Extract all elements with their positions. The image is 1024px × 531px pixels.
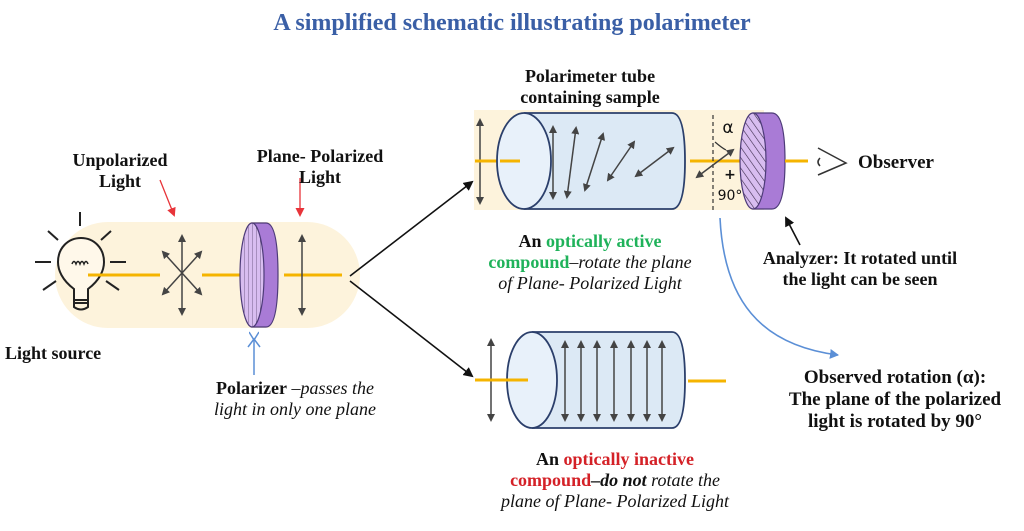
polarizer-title: Polarizer [216,378,287,398]
plane-polarized-line2: Light [298,167,341,187]
inactive-desc1: rotate the [646,470,720,490]
unpolarized-light-label: Unpolarized Light [60,150,180,192]
inactive-tube-assembly [475,331,726,429]
red-pointer-arrows [159,178,305,217]
active-tube-assembly [474,110,808,210]
observed-line2: The plane of the polarized [788,389,1002,410]
polarizer-label: Polarizer –passes the light in only one … [185,378,405,420]
plane-polarized-light-label: Plane- Polarized Light [250,146,390,188]
plus-sign: + [724,167,736,183]
unpolarized-light-vectors [161,234,203,316]
eye-icon [817,147,848,176]
unpolarized-line1: Unpolarized [72,150,168,170]
inactive-an: An [536,449,564,469]
light-bulb-icon [35,212,126,311]
split-arrows [349,180,474,378]
active-an: An [518,231,547,251]
tube-line2: containing sample [520,87,660,107]
analyzer-pointer-arrow [785,216,801,246]
active-optically-active: optically active [546,231,662,251]
light-source-label: Light source [5,343,102,363]
analyzer-line1: Analyzer: It rotated until [762,248,958,268]
polarizer-disc [239,222,279,328]
polarizer-desc1: –passes the [286,378,374,398]
inactive-compound-word: compound [510,470,592,490]
active-desc1: –rotate the plane [569,252,692,272]
polarimeter-tube-label: Polarimeter tube containing sample [490,66,690,108]
unpolarized-line2: Light [98,171,141,191]
diagram-title: A simplified schematic illustrating pola… [273,10,751,36]
alpha-symbol: α [722,118,734,138]
inactive-desc2: plane of Plane- Polarized Light [501,491,729,511]
inactive-compound-caption: An optically inactive compound–do not ro… [470,449,760,512]
inactive-dash: – [591,470,601,490]
analyzer-line2: the light can be seen [782,269,938,289]
observer-label: Observer [858,152,934,173]
active-compound-word: compound [488,252,570,272]
active-compound-caption: An optically active compound–rotate the … [465,231,715,294]
polarizer-pointer-arrow [247,339,261,375]
observed-rotation-label: Observed rotation (α): The plane of the … [770,367,1020,433]
angle-90-label: 90° [717,188,743,204]
analyzer-label: Analyzer: It rotated until the light can… [735,248,985,290]
plane-polarized-line1: Plane- Polarized [256,146,384,166]
observed-rotation-curve-arrow [719,217,839,359]
observed-line1: Observed rotation (α): [803,367,987,388]
tube-line1: Polarimeter tube [524,66,656,86]
inactive-do-not: do not [600,470,647,490]
active-desc2: of Plane- Polarized Light [498,273,682,293]
polarizer-desc2: light in only one plane [214,399,376,419]
inactive-optically-inactive: optically inactive [563,449,694,469]
observed-line3: light is rotated by 90° [807,411,983,432]
